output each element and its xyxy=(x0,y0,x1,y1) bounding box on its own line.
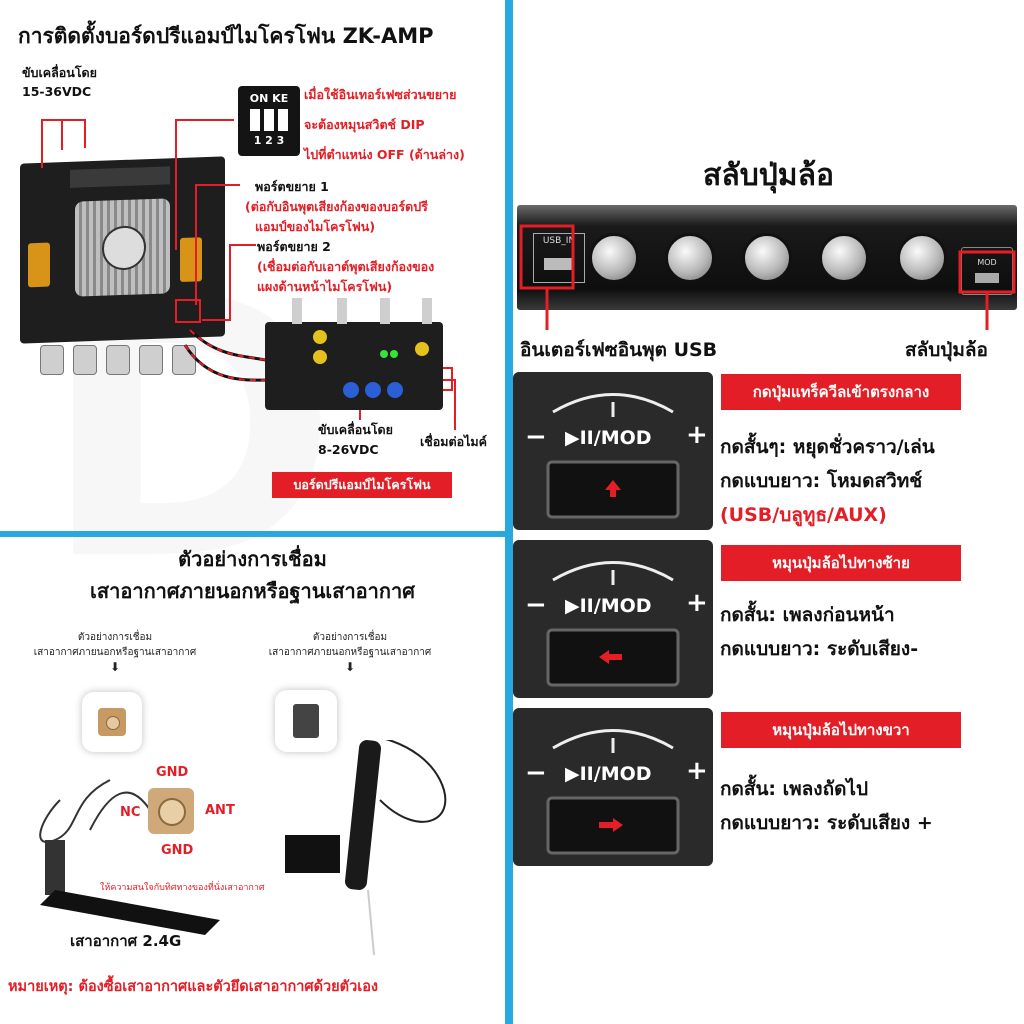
dip-switch-image: ON KE 1 2 3 xyxy=(238,86,300,156)
purchase-note: หมายเหตุ: ต้องซื้อเสาอากาศและตัวยึดเสาอา… xyxy=(8,979,378,995)
wheel-title: สลับปุ่มล้อ xyxy=(703,158,834,193)
step1-photo: − + ▶II/MOD xyxy=(513,372,713,530)
pin-gnd-top: GND xyxy=(156,765,189,780)
panel-callouts xyxy=(519,224,1016,330)
knob-5[interactable] xyxy=(897,233,947,283)
preamp-power-label: ขับเคลื่อนโดย 8-26VDC xyxy=(318,422,393,457)
dip-note: เมื่อใช้อินเทอร์เฟซส่วนขยาย จะต้องหมุนสว… xyxy=(304,87,465,162)
mic-connect-label: เชื่อมต่อไมค์ xyxy=(420,434,488,449)
example-a-caption: ตัวอย่างการเชื่อม เสาอากาศภายนอกหรือฐานเ… xyxy=(33,632,197,674)
port2-label: พอร์ตขยาย 2 (เชื่อมต่อกับเอาต์พุตเสียงก้… xyxy=(257,239,435,294)
preamp-badge: บอร์ดปรีแอมป์ไมโครโฟน xyxy=(272,472,452,498)
knob-1[interactable] xyxy=(589,233,639,283)
step1-badge: กดปุ่มแทร็ควีลเข้าตรงกลาง xyxy=(721,374,961,410)
front-panel-image: USB_IN MOD xyxy=(517,205,1017,310)
step3-short-press: กดสั้น: เพลงถัดไป xyxy=(720,778,869,800)
wheel-caption: สลับปุ่มล้อ xyxy=(905,339,988,361)
step3-photo: − + ▶II/MOD xyxy=(513,708,713,866)
step3-badge: หมุนปุ่มล้อไปทางขวา xyxy=(721,712,961,748)
knob-4[interactable] xyxy=(819,233,869,283)
step1-long-press: กดแบบยาว: โหมดสวิทช์ xyxy=(720,470,923,492)
step2-badge: หมุนปุ่มล้อไปทางซ้าย xyxy=(721,545,961,581)
example-b-caption: ตัวอย่างการเชื่อม เสาอากาศภายนอกหรือฐานเ… xyxy=(268,632,432,674)
port1-label: พอร์ตขยาย 1 (ต่อกับอินพุตเสียงก้องของบอร… xyxy=(245,179,428,234)
preamp-board-image xyxy=(265,322,443,410)
antenna-illustration xyxy=(39,740,447,956)
ufl-socket-photo-b xyxy=(275,690,337,752)
knob-3[interactable] xyxy=(742,233,792,283)
preamp-pots xyxy=(292,298,442,324)
direction-note: ให้ความสนใจกับทิศทางของที่นั่งเสาอากาศ xyxy=(100,883,265,893)
ufl-pin-diagram xyxy=(148,788,194,834)
step2-long-press: กดแบบยาว: ระดับเสียง- xyxy=(720,638,919,660)
step1-short-press: กดสั้นๆ: หยุดชั่วคราว/เล่น xyxy=(720,436,935,458)
install-title: การติดตั้งบอร์ดปรีแอมป์ไมโครโฟน ZK-AMP xyxy=(18,24,434,48)
antenna-title: ตัวอย่างการเชื่อม เสาอากาศภายนอกหรือฐานเ… xyxy=(90,547,415,603)
pin-nc: NC xyxy=(120,805,141,820)
board-knobs xyxy=(40,345,220,375)
ufl-socket-photo-a xyxy=(82,692,142,752)
vertical-divider xyxy=(505,0,513,1024)
usb-caption: อินเตอร์เฟซอินพุต USB xyxy=(520,339,718,361)
step1-modes: (USB/บลูทูธ/AUX) xyxy=(720,504,887,526)
horizontal-divider xyxy=(0,531,505,537)
pin-gnd-bottom: GND xyxy=(161,843,194,858)
step3-long-press: กดแบบยาว: ระดับเสียง + xyxy=(720,812,933,834)
step2-photo: − + ▶II/MOD xyxy=(513,540,713,698)
pin-ant: ANT xyxy=(205,803,235,818)
power-in-label: ขับเคลื่อนโดย 15-36VDC xyxy=(22,65,97,99)
usb-port: USB_IN xyxy=(533,233,585,283)
knob-2[interactable] xyxy=(665,233,715,283)
step2-short-press: กดสั้น: เพลงก่อนหน้า xyxy=(720,604,895,626)
antenna-label: เสาอากาศ 2.4G xyxy=(70,932,182,950)
